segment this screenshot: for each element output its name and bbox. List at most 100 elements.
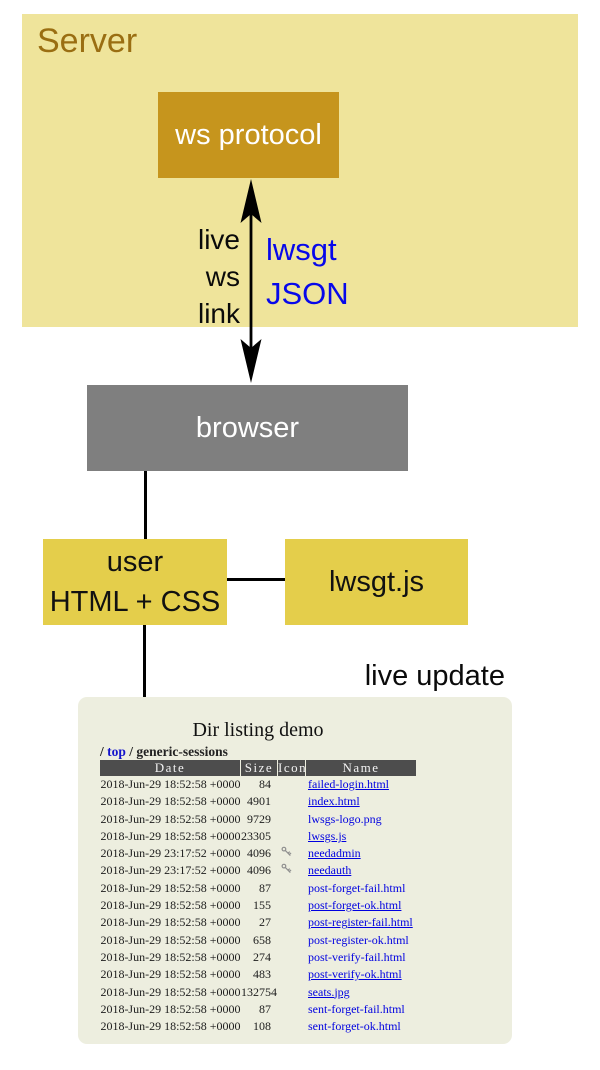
file-link[interactable]: post-forget-fail.html	[308, 880, 406, 895]
file-icon-cell	[278, 1018, 306, 1035]
file-link[interactable]: index.html	[308, 794, 360, 809]
file-date-cell: 2018-Jun-29 18:52:58 +0000	[100, 984, 241, 999]
file-name-cell: needadmin	[306, 845, 416, 862]
file-date-cell: 2018-Jun-29 18:52:58 +0000	[100, 811, 241, 826]
file-name-cell: post-register-ok.html	[306, 932, 416, 949]
file-size-cell: 9729	[247, 811, 271, 826]
server-label: Server	[37, 22, 138, 60]
file-icon-cell	[278, 949, 306, 966]
header-size: Size	[241, 760, 278, 776]
file-size-cell: 87	[259, 1001, 271, 1016]
table-header-row: Date Size Icon Name	[100, 760, 416, 776]
file-size-cell: 23305	[241, 828, 271, 843]
table-row: 2018-Jun-29 23:17:52 +0000 4096 needadmin	[100, 845, 416, 862]
dir-listing-panel: Dir listing demo / top / generic-session…	[78, 697, 512, 1044]
lwsgt-js-node: lwsgt.js	[285, 539, 468, 625]
file-link[interactable]: lwsgs.js	[308, 828, 347, 843]
file-name-cell: needauth	[306, 862, 416, 879]
file-date-cell: 2018-Jun-29 23:17:52 +0000	[100, 863, 241, 878]
file-date-cell: 2018-Jun-29 18:52:58 +0000	[100, 932, 241, 947]
file-name-cell: post-verify-ok.html	[306, 966, 416, 983]
file-link[interactable]: needadmin	[308, 846, 361, 861]
file-link[interactable]: lwsgs-logo.png	[308, 811, 382, 826]
file-icon-cell	[278, 862, 306, 879]
browser-user-connector-line	[144, 471, 147, 539]
file-link[interactable]: needauth	[308, 863, 352, 878]
table-row: 2018-Jun-29 18:52:58 +0000 27 post-registe…	[100, 914, 416, 931]
file-icon-cell	[278, 880, 306, 897]
key-icon	[281, 864, 292, 874]
file-link[interactable]: sent-forget-ok.html	[308, 1019, 401, 1034]
ws-protocol-node: ws protocol	[158, 92, 339, 178]
file-size-cell: 483	[253, 967, 271, 982]
user-lwsgtjs-connector-line	[227, 578, 285, 581]
file-link[interactable]: post-register-fail.html	[308, 915, 413, 930]
file-icon-cell	[278, 1001, 306, 1018]
header-icon: Icon	[278, 760, 308, 776]
file-date-cell: 2018-Jun-29 18:52:58 +0000	[100, 967, 241, 982]
file-icon-cell	[278, 828, 306, 845]
dir-listing-title: Dir listing demo	[192, 719, 324, 741]
live-ws-link-label: live ws link	[197, 224, 240, 329]
dir-table-body: 2018-Jun-29 18:52:58 +0000 84 failed-login…	[100, 776, 416, 1035]
file-link[interactable]: failed-login.html	[308, 777, 389, 791]
user-html-css-node: user HTML + CSS	[43, 539, 227, 625]
file-date-cell: 2018-Jun-29 18:52:58 +0000	[100, 828, 241, 843]
file-icon-cell	[278, 966, 306, 983]
file-date-cell: 2018-Jun-29 18:52:58 +0000	[100, 915, 241, 930]
table-row: 2018-Jun-29 18:52:58 +0000 483 post-verify…	[100, 966, 416, 983]
file-link[interactable]: post-verify-ok.html	[308, 967, 402, 982]
table-row: 2018-Jun-29 18:52:58 +0000 274 post-verify…	[100, 949, 416, 966]
file-date-cell: 2018-Jun-29 18:52:58 +0000	[100, 949, 241, 964]
ws-link-double-arrow-icon	[240, 179, 262, 383]
breadcrumb-top-link[interactable]: top	[107, 744, 126, 759]
file-icon-cell	[278, 932, 306, 949]
file-name-cell: post-forget-fail.html	[306, 880, 416, 897]
file-name-cell: lwsgs-logo.png	[306, 811, 416, 828]
breadcrumb: / top / generic-sessions	[100, 744, 228, 760]
browser-label: browser	[195, 411, 300, 444]
file-name-cell: lwsgs.js	[306, 828, 416, 845]
user-label-line2: HTML + CSS	[49, 586, 221, 618]
file-link[interactable]: post-forget-ok.html	[308, 898, 402, 913]
breadcrumb-current: generic-sessions	[136, 744, 228, 759]
file-icon-cell	[278, 776, 306, 793]
file-date-cell: 2018-Jun-29 18:52:58 +0000	[100, 1019, 241, 1034]
server-group-box: Server ws protocol	[22, 14, 578, 327]
file-icon-cell	[278, 793, 306, 810]
file-link[interactable]: post-verify-fail.html	[308, 949, 406, 964]
file-date-cell: 2018-Jun-29 23:17:52 +0000	[100, 846, 241, 861]
file-link[interactable]: post-register-ok.html	[308, 932, 409, 947]
file-size-cell: 274	[253, 949, 271, 964]
file-size-cell: 4096	[247, 846, 271, 861]
file-link[interactable]: seats.jpg	[308, 984, 350, 999]
live-update-label: live update	[364, 660, 505, 692]
table-row: 2018-Jun-29 23:17:52 +0000 4096 needauth	[100, 862, 416, 879]
file-size-cell: 155	[253, 898, 271, 913]
header-date: Date	[100, 760, 241, 776]
breadcrumb-separator: /	[129, 744, 134, 759]
file-size-cell: 4096	[247, 863, 271, 878]
file-size-cell: 27	[259, 915, 271, 930]
file-size-cell: 84	[259, 777, 271, 791]
ws-protocol-label: ws protocol	[175, 118, 322, 151]
file-icon-cell	[278, 811, 306, 828]
file-name-cell: failed-login.html	[306, 776, 416, 793]
user-label-line1: user	[106, 546, 164, 578]
file-link[interactable]: sent-forget-fail.html	[308, 1001, 405, 1016]
file-name-cell: index.html	[306, 793, 416, 810]
file-icon-cell	[278, 897, 306, 914]
file-icon-cell	[278, 845, 306, 862]
file-name-cell: post-verify-fail.html	[306, 949, 416, 966]
file-name-cell: sent-forget-fail.html	[306, 1001, 416, 1018]
user-panel-connector-line	[143, 625, 146, 698]
